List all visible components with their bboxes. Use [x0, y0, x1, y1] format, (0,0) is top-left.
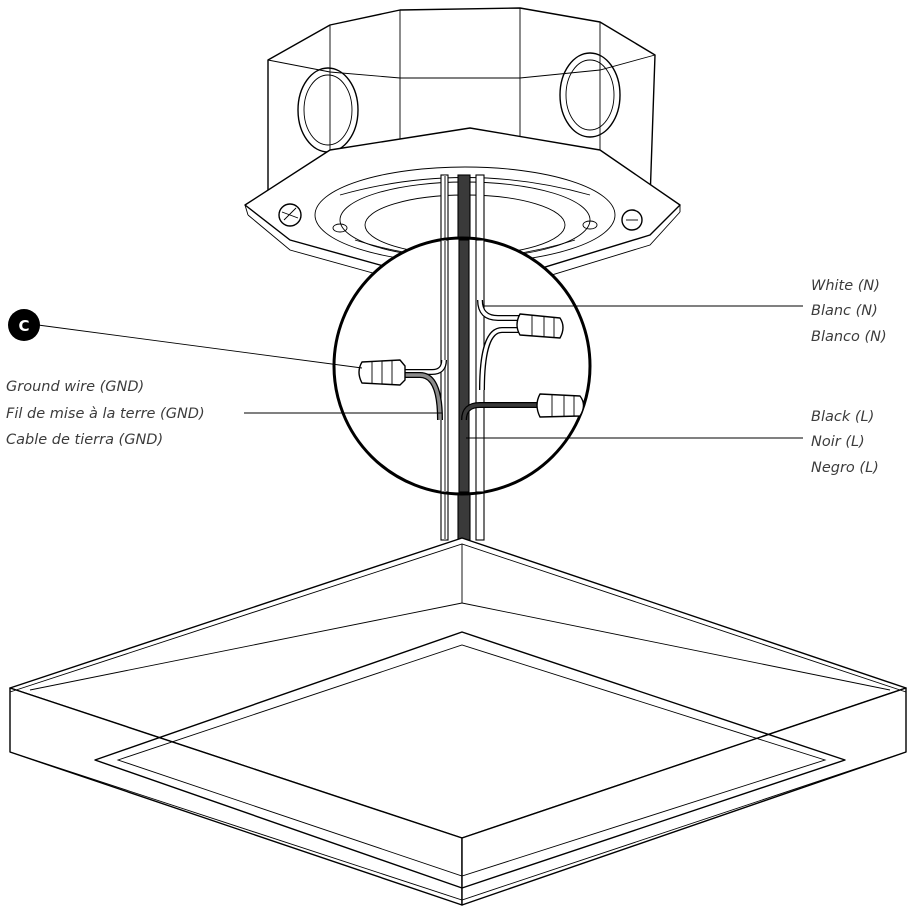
step-badge-label: C	[18, 317, 29, 335]
detail-magnifier	[332, 236, 592, 496]
black-wire-label: Black (L) Noir (L) Negro (L)	[811, 409, 879, 476]
ground-label-fr: Fil de mise à la terre (GND)	[6, 406, 205, 422]
black-label-en: Black (L)	[811, 409, 874, 425]
wire-nut-black	[536, 393, 585, 418]
wire-nut-ground	[358, 359, 406, 386]
white-wire-label: White (N) Blanc (N) Blanco (N)	[811, 278, 887, 345]
light-fixture	[9, 537, 907, 906]
black-label-es: Negro (L)	[811, 460, 879, 476]
black-label-fr: Noir (L)	[811, 434, 865, 450]
ground-label-es: Cable de tierra (GND)	[6, 432, 163, 448]
ground-wire-label: Ground wire (GND) Fil de mise à la terre…	[6, 379, 205, 448]
white-label-en: White (N)	[811, 278, 880, 294]
white-label-es: Blanco (N)	[811, 329, 887, 345]
junction-box	[244, 7, 681, 301]
step-badge: C	[8, 309, 40, 341]
leader-lines	[37, 305, 803, 439]
ground-label-en: Ground wire (GND)	[6, 379, 144, 395]
white-label-fr: Blanc (N)	[811, 303, 878, 319]
wire-nut-white	[516, 313, 564, 339]
